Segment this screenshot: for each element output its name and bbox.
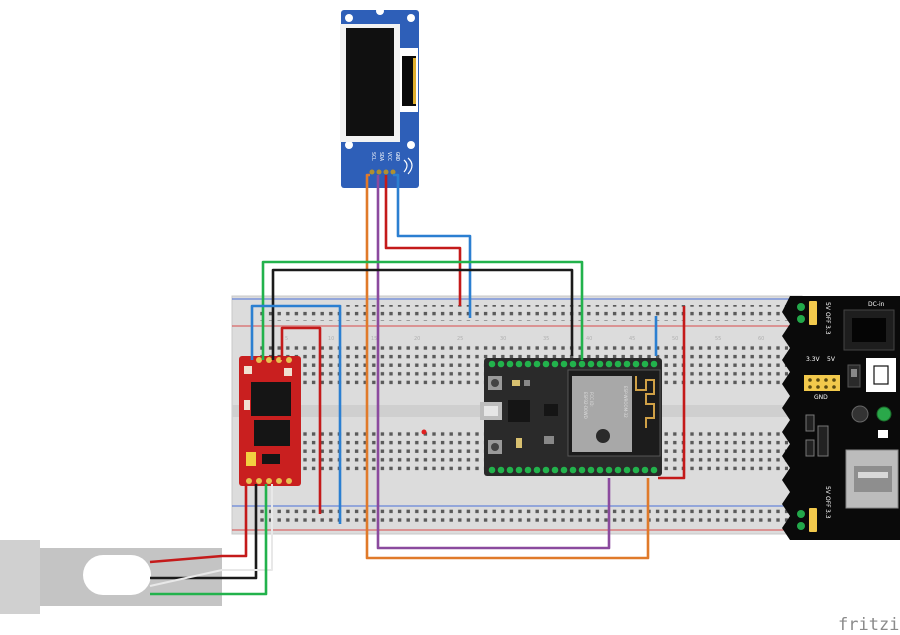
wire-black-long[interactable] — [271, 268, 574, 360]
module-text-1: ESP-WROOM-32 — [623, 386, 628, 418]
fritzing-watermark: fritzing — [838, 615, 900, 635]
wire-vcc-red[interactable] — [384, 175, 462, 306]
wire-sda-purple[interactable] — [376, 175, 611, 550]
wire-hx-red[interactable] — [280, 326, 322, 514]
oled-pin-scl: SCL — [370, 152, 376, 161]
wire-load-white[interactable] — [149, 484, 273, 587]
col-num: 45 — [629, 336, 635, 342]
col-num: 35 — [543, 336, 549, 342]
wire-gnd-blue[interactable] — [393, 173, 472, 318]
hx711-amplifier — [239, 356, 301, 486]
jumper-bottom[interactable] — [809, 508, 817, 532]
jumper-top[interactable] — [809, 301, 817, 325]
module-text-3: FCC ID: — [589, 392, 594, 407]
oled-pin-gnd: GND — [394, 152, 400, 161]
load-cell — [0, 540, 222, 614]
wire-scl-orange[interactable] — [365, 173, 650, 560]
jumper-top-33: 3.3 — [824, 325, 831, 335]
col-num: 55 — [715, 336, 721, 342]
rail-select-header[interactable] — [804, 375, 840, 391]
col-num: 5 — [285, 336, 288, 342]
col-num: 15 — [371, 336, 377, 342]
gnd-label: GND — [814, 394, 828, 401]
rail-33-label: 3.3V — [806, 356, 821, 363]
rail-5-label: 5V — [827, 356, 836, 363]
antenna-icon — [635, 376, 655, 428]
oled-screen — [346, 28, 394, 136]
hx711-chip — [251, 382, 291, 416]
col-num: 30 — [500, 336, 506, 342]
wire-power-red[interactable] — [658, 306, 686, 480]
col-num: 20 — [414, 336, 420, 342]
oled-pin-vcc: VCC — [386, 152, 392, 161]
jumper-bottom-off: OFF — [824, 496, 831, 508]
jumper-top-5v: 5V — [824, 302, 831, 311]
jumper-top-off: OFF — [824, 312, 831, 324]
wire-load-green[interactable] — [150, 484, 268, 596]
jumper-bottom-33: 3.3 — [824, 509, 831, 519]
col-num: 60 — [758, 336, 764, 342]
breadboard-power-module: 5V OFF 3.3 5V OFF 3.3 DC-in 3.3V 5V GND — [782, 296, 900, 540]
oled-pin-sda: SDA — [378, 152, 384, 161]
wires — [149, 173, 686, 596]
marker-dot — [421, 429, 427, 435]
wire-green-long[interactable] — [261, 260, 584, 360]
esp32-devkit: ESP-WROOM-32 ESP32-D0WD FCC ID: — [480, 358, 662, 476]
dc-in-label: DC-in — [868, 301, 885, 308]
jumper-bottom-5v: 5V — [824, 486, 831, 495]
col-num: 25 — [457, 336, 463, 342]
grove-logo-icon — [403, 159, 408, 173]
col-num: 40 — [586, 336, 592, 342]
wire-hx-blue[interactable] — [250, 304, 342, 524]
oled-display-module: SCL SDA VCC GND — [340, 7, 419, 188]
module-text-2: ESP32-D0WD — [583, 392, 588, 419]
col-num: 10 — [328, 336, 334, 342]
wire-load-red[interactable] — [149, 484, 248, 564]
col-num: 50 — [672, 336, 678, 342]
